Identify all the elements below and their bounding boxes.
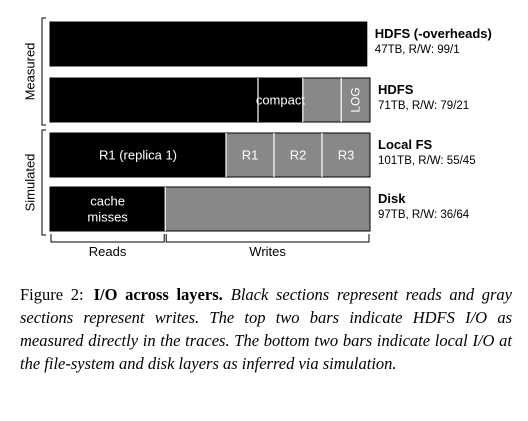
segment-label: R2 — [290, 148, 307, 163]
group-bracket — [41, 17, 46, 126]
segment-label: LOG — [349, 87, 363, 112]
bar-name-label: HDFS — [378, 82, 414, 97]
group-label: Simulated — [23, 154, 38, 212]
figure-caption: Figure 2: I/O across layers.Black section… — [20, 283, 512, 375]
bar-segment-write — [302, 78, 342, 122]
group-label: Measured — [23, 43, 38, 101]
bar-outline — [49, 186, 371, 232]
range-label: Reads — [89, 244, 127, 259]
caption-title: I/O across layers. — [93, 285, 223, 304]
bar-segment-write — [274, 133, 322, 177]
segment-label: cache — [90, 194, 125, 209]
bar-segment-read — [50, 22, 367, 66]
bar-name-label: Disk — [378, 191, 406, 206]
bar-outline — [49, 77, 371, 123]
segment-label: R1 (replica 1) — [99, 148, 177, 163]
segment-label: compact — [256, 93, 306, 108]
bar-outline — [49, 132, 371, 178]
bar-detail-label: 71TB, R/W: 79/21 — [378, 100, 469, 112]
bar-outline — [49, 21, 368, 67]
bar-detail-label: 101TB, R/W: 55/45 — [378, 155, 476, 167]
segment-label: R1 — [242, 148, 259, 163]
bar-name-label: Local FS — [378, 137, 433, 152]
bar-segment-write — [322, 133, 370, 177]
bar-name-label: HDFS (-overheads) — [375, 26, 492, 41]
range-bracket — [165, 234, 370, 243]
caption-label: Figure 2: — [20, 285, 84, 304]
bar-segment-read — [258, 78, 303, 122]
segment-label: R3 — [338, 148, 355, 163]
bar-segment-write — [165, 187, 370, 231]
bar-detail-label: 97TB, R/W: 36/64 — [378, 209, 470, 221]
bar-segment-read — [50, 78, 258, 122]
range-label: Writes — [249, 244, 286, 259]
range-bracket — [50, 234, 165, 243]
segment-label: misses — [87, 210, 128, 225]
bar-segment-write — [226, 133, 274, 177]
caption-body: Black sections represent reads and gray … — [20, 285, 513, 373]
group-bracket — [41, 129, 46, 236]
bar-segment-write — [341, 78, 370, 122]
bar-segment-read — [50, 187, 166, 231]
bar-detail-label: 47TB, R/W: 99/1 — [375, 44, 460, 56]
bar-segment-read — [50, 133, 226, 177]
